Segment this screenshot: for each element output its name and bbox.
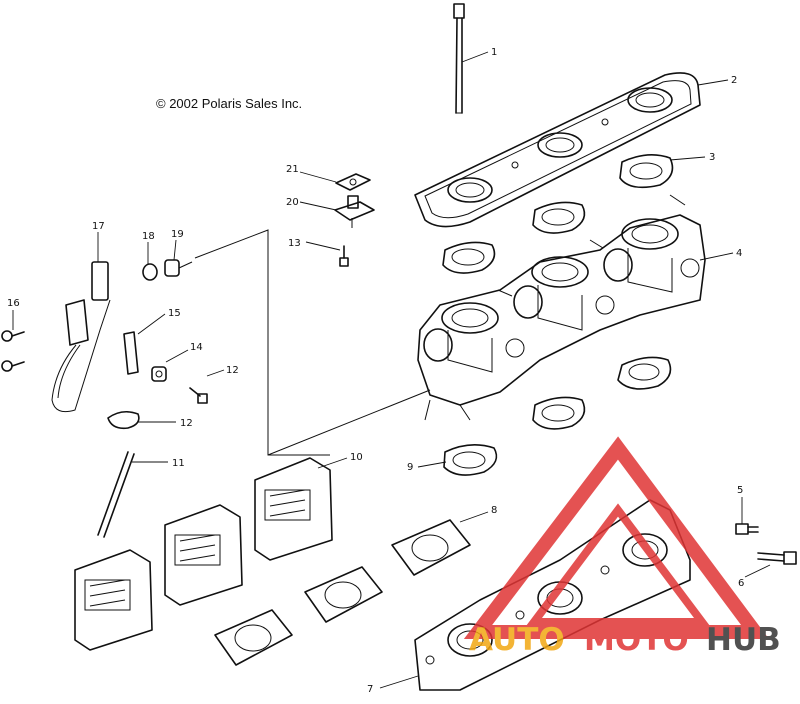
part-9-gasket xyxy=(443,444,498,476)
callout-7: 7 xyxy=(367,675,419,695)
part-18-connector xyxy=(142,263,158,281)
part-16-screw-lower xyxy=(1,360,25,372)
callout-5: 5 xyxy=(737,485,743,524)
svg-text:9: 9 xyxy=(407,462,413,473)
svg-text:17: 17 xyxy=(92,221,105,232)
svg-text:16: 16 xyxy=(7,298,20,309)
part-10-reed-valve-assembly xyxy=(74,457,333,651)
callout-11: 11 xyxy=(132,458,185,469)
part-20-valve xyxy=(334,195,375,228)
part-19-clamp xyxy=(164,259,193,277)
callout-3: 3 xyxy=(669,152,715,163)
part-17-sensor xyxy=(51,261,111,413)
svg-text:3: 3 xyxy=(709,152,715,163)
connector-line-mid xyxy=(267,389,431,456)
callout-10: 10 xyxy=(317,452,363,469)
svg-text:HUB: HUB xyxy=(706,622,781,658)
svg-text:2: 2 xyxy=(731,75,737,86)
callout-1: 1 xyxy=(461,47,497,63)
part-21-gasket-small xyxy=(335,173,371,191)
svg-text:AUTO: AUTO xyxy=(469,622,565,658)
callout-21: 21 xyxy=(286,164,337,183)
watermark-logo: AUTO MOTO HUB xyxy=(463,436,781,658)
svg-text:14: 14 xyxy=(190,342,203,353)
svg-text:13: 13 xyxy=(288,238,301,249)
svg-text:6: 6 xyxy=(738,578,744,589)
part-13-bolt-lower xyxy=(189,387,208,404)
part-8-intake-boot xyxy=(214,519,471,666)
callout-12b: 12 xyxy=(206,365,239,377)
svg-text:10: 10 xyxy=(350,452,363,463)
part-15-hose xyxy=(123,331,139,375)
part-1-long-bolt xyxy=(453,3,465,114)
svg-text:12: 12 xyxy=(226,365,239,376)
callout-14: 14 xyxy=(165,342,203,363)
svg-text:15: 15 xyxy=(168,308,181,319)
callout-15: 15 xyxy=(137,308,181,335)
svg-text:19: 19 xyxy=(171,229,184,240)
svg-text:5: 5 xyxy=(737,485,743,496)
callout-4: 4 xyxy=(699,248,742,261)
part-13-bolt-upper xyxy=(339,245,349,267)
svg-text:11: 11 xyxy=(172,458,185,469)
callout-8: 8 xyxy=(459,505,497,523)
svg-text:12: 12 xyxy=(180,418,193,429)
svg-text:4: 4 xyxy=(736,248,742,259)
part-3-gasket-middle xyxy=(532,201,586,234)
callout-18: 18 xyxy=(142,231,155,264)
part-4-carburetor-assembly xyxy=(417,194,706,421)
callout-2: 2 xyxy=(697,75,737,86)
svg-text:20: 20 xyxy=(286,197,299,208)
part-3-gasket-lower-right xyxy=(617,356,672,390)
part-2-top-plate xyxy=(414,72,701,228)
callout-6: 6 xyxy=(738,564,771,589)
callout-9: 9 xyxy=(407,461,447,473)
svg-text:18: 18 xyxy=(142,231,155,242)
part-12-clip xyxy=(107,410,140,430)
callout-13: 13 xyxy=(288,238,341,251)
svg-text:7: 7 xyxy=(367,684,373,695)
callout-19: 19 xyxy=(171,229,184,261)
part-11-tube xyxy=(97,451,135,538)
part-3-gasket-lower xyxy=(442,241,496,274)
connector-line-left xyxy=(194,229,330,456)
svg-text:8: 8 xyxy=(491,505,497,516)
callout-17: 17 xyxy=(92,221,105,262)
part-5-bolt xyxy=(735,523,759,535)
callout-20: 20 xyxy=(286,197,337,211)
svg-text:MOTO: MOTO xyxy=(584,622,689,658)
part-16-screw-upper xyxy=(1,330,25,342)
callout-12: 12 xyxy=(138,418,193,429)
svg-text:21: 21 xyxy=(286,164,299,175)
copyright-text: © 2002 Polaris Sales Inc. xyxy=(156,96,302,111)
callout-16: 16 xyxy=(7,298,20,330)
part-3-gasket-lower-mid xyxy=(532,396,586,430)
part-3-gasket-upper xyxy=(619,154,674,189)
svg-text:1: 1 xyxy=(491,47,497,58)
part-14-fitting xyxy=(151,366,167,382)
part-6-bolt xyxy=(757,551,797,565)
